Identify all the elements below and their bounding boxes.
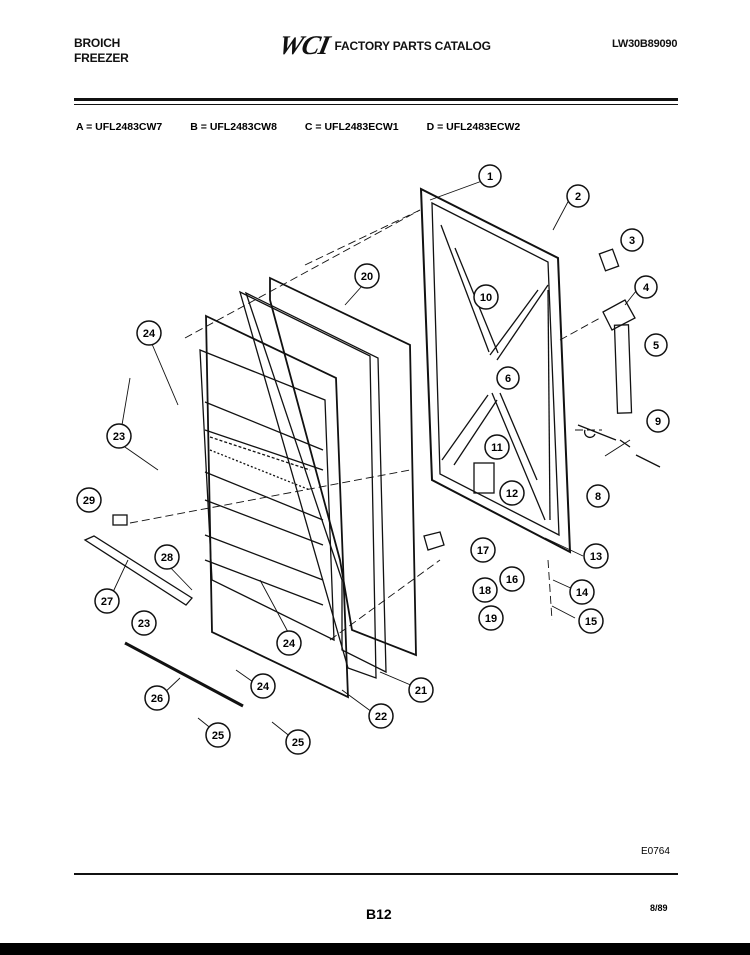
door-inner-liner	[199, 314, 349, 699]
header-rule	[74, 98, 678, 101]
callout-24-lower: 24	[250, 673, 276, 699]
catalog-title: FACTORY PARTS CATALOG	[334, 38, 491, 53]
hinge-pin	[577, 424, 661, 468]
svg-text:11: 11	[491, 442, 503, 454]
callout-8: 8	[586, 484, 610, 508]
model-list: A = UFL2483CW7 B = UFL2483CW8 C = UFL248…	[76, 121, 520, 133]
callout-23-upper: 23	[106, 423, 132, 449]
callout-15: 15	[578, 608, 604, 634]
callout-25-right: 25	[285, 729, 311, 755]
callout-1: 1	[478, 164, 502, 188]
brand-block: BROICH FREEZER	[74, 36, 129, 66]
trim-strip-lower	[124, 641, 244, 708]
svg-text:2: 2	[575, 191, 581, 203]
figure-reference: E0764	[641, 846, 670, 857]
gasket-frame	[238, 290, 377, 679]
callout-14: 14	[569, 579, 595, 605]
door-outer-panel	[419, 187, 572, 554]
callout-6: 6	[496, 366, 520, 390]
trim-strip-upper	[83, 535, 193, 606]
model-d: D = UFL2483ECW2	[426, 121, 521, 133]
svg-text:29: 29	[83, 495, 95, 507]
svg-text:26: 26	[151, 693, 163, 705]
svg-text:1: 1	[487, 171, 493, 183]
door-stop	[112, 514, 128, 526]
callout-20: 20	[354, 263, 380, 289]
callout-2: 2	[566, 184, 590, 208]
callout-5: 5	[644, 333, 668, 357]
svg-text:16: 16	[506, 574, 518, 586]
svg-text:3: 3	[629, 235, 635, 247]
callout-leaders	[112, 180, 641, 739]
svg-text:22: 22	[375, 711, 387, 723]
handle-bracket	[602, 299, 636, 331]
callout-28: 28	[154, 544, 180, 570]
callout-19: 19	[478, 605, 504, 631]
svg-text:10: 10	[480, 292, 492, 304]
callout-13: 13	[583, 543, 609, 569]
footer-rule	[74, 873, 678, 875]
callout-3: 3	[620, 228, 644, 252]
header-rule-thin	[74, 104, 678, 105]
callout-10: 10	[473, 284, 499, 310]
callout-21: 21	[408, 677, 434, 703]
model-c: C = UFL2483ECW1	[304, 121, 399, 133]
handle-cap	[598, 248, 620, 272]
callout-18: 18	[472, 577, 498, 603]
door-gasket-panel	[244, 276, 417, 674]
callout-12: 12	[499, 480, 525, 506]
product-type: FREEZER	[74, 51, 129, 65]
callout-16: 16	[499, 566, 525, 592]
callout-23-lower: 23	[131, 610, 157, 636]
svg-text:17: 17	[477, 545, 489, 557]
svg-text:12: 12	[506, 488, 518, 500]
callout-24-top: 24	[136, 320, 162, 346]
callout-11: 11	[484, 434, 510, 460]
svg-text:19: 19	[485, 613, 497, 625]
svg-text:14: 14	[576, 587, 589, 599]
page-number: B12	[366, 906, 392, 922]
callout-bubbles: 1 2 3 4 5 6 8 9 10 11 12 13 14 15 16 17 …	[76, 164, 670, 755]
callout-4: 4	[634, 275, 658, 299]
svg-text:23: 23	[138, 618, 150, 630]
svg-text:24: 24	[143, 328, 156, 340]
callout-17: 17	[470, 537, 496, 563]
svg-text:9: 9	[655, 416, 661, 428]
svg-text:24: 24	[257, 681, 270, 693]
catalog-header: WCI FACTORY PARTS CATALOG	[276, 30, 491, 61]
model-b: B = UFL2483CW8	[190, 121, 277, 133]
callout-25-left: 25	[205, 722, 231, 748]
latch-block	[473, 462, 495, 494]
brand-name: BROICH	[74, 36, 121, 50]
callout-29: 29	[76, 487, 102, 513]
callout-22: 22	[368, 703, 394, 729]
svg-text:28: 28	[161, 552, 173, 564]
catalog-number: LW30B89090	[612, 38, 678, 50]
svg-text:13: 13	[590, 551, 602, 563]
svg-text:4: 4	[643, 282, 650, 294]
svg-text:27: 27	[101, 596, 113, 608]
svg-text:25: 25	[212, 730, 224, 742]
callout-26: 26	[144, 685, 170, 711]
svg-text:8: 8	[595, 491, 601, 503]
callout-27: 27	[94, 588, 120, 614]
svg-text:5: 5	[653, 340, 659, 352]
alignment-lines	[129, 209, 602, 641]
svg-text:20: 20	[361, 271, 373, 283]
svg-text:25: 25	[292, 737, 304, 749]
print-date: 8/89	[650, 903, 668, 913]
svg-text:15: 15	[585, 616, 597, 628]
svg-text:21: 21	[415, 685, 427, 697]
svg-text:18: 18	[479, 585, 491, 597]
hinge-bracket	[423, 531, 445, 551]
door-handle	[613, 324, 633, 414]
model-a: A = UFL2483CW7	[76, 121, 163, 133]
callout-9: 9	[646, 409, 670, 433]
svg-text:24: 24	[283, 638, 296, 650]
svg-text:23: 23	[113, 431, 125, 443]
svg-text:6: 6	[505, 373, 511, 385]
callout-24-middle: 24	[276, 630, 302, 656]
